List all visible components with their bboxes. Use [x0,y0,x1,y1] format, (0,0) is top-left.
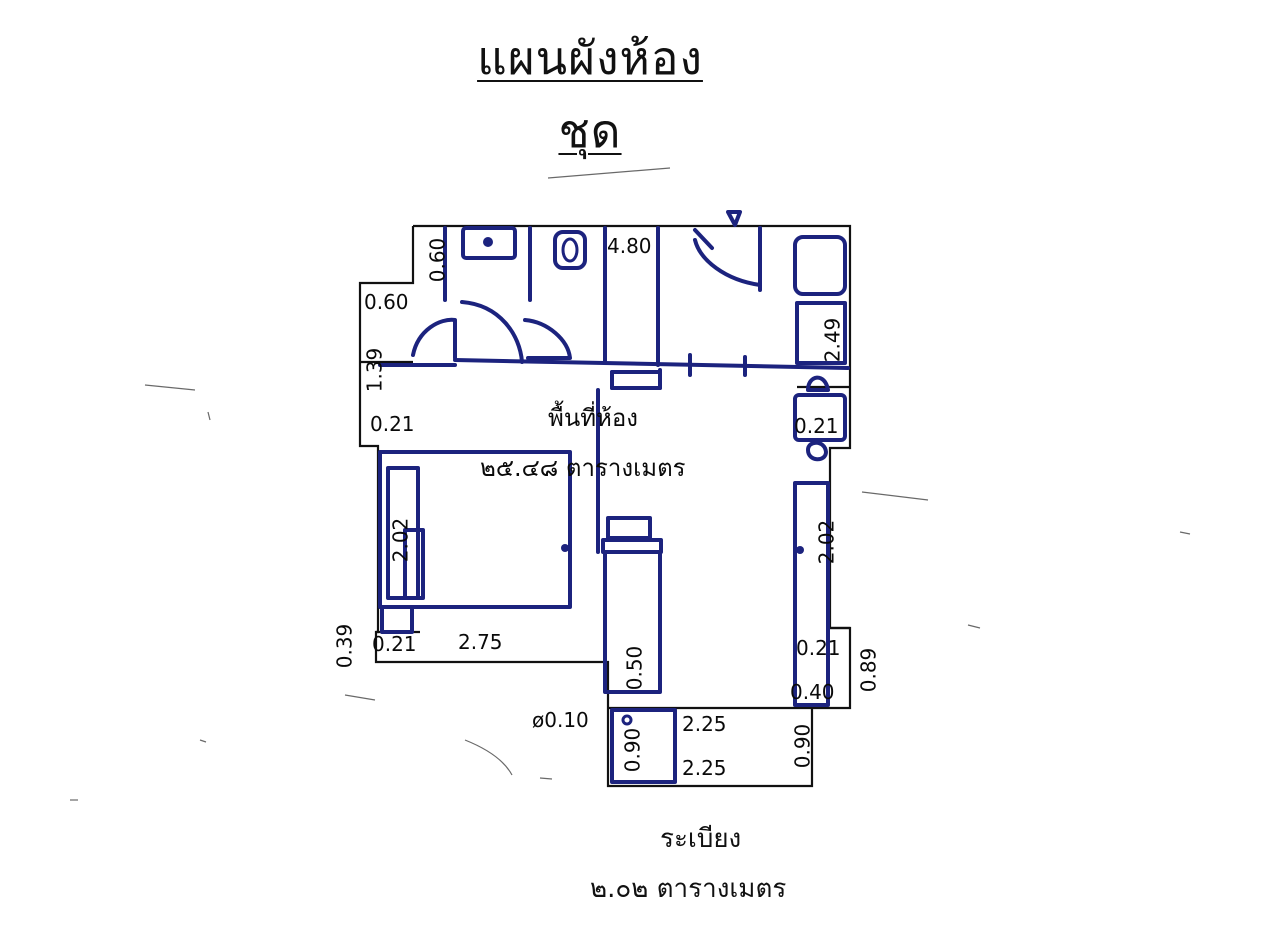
room-area-value: ๒๕.๔๘ ตารางเมตร [480,454,686,482]
dim-0-21-left: 0.21 [370,412,415,436]
dim-2-49: 2.49 [820,317,845,363]
dim-4-80: 4.80 [607,234,652,258]
balcony-area-value: ๒.๐๒ ตารางเมตร [590,874,787,904]
room-area-label: พื้นที่ห้อง [548,404,638,432]
dim-0-50: 0.50 [622,645,647,691]
scan-marks [70,167,1191,801]
dim-0-21-bottom-right: 0.21 [796,636,841,660]
dim-0-89: 0.89 [856,647,881,693]
fixtures-markup [378,210,850,784]
balcony-label: ระเบียง [660,824,742,854]
dim-2-02-right: 2.02 [814,519,839,565]
dim-0-90-left: 0.90 [620,727,645,773]
dim-0-90-right: 0.90 [790,723,815,769]
dim-2-75: 2.75 [458,630,503,654]
dim-0-40: 0.40 [790,680,835,704]
dim-2-25-bottom: 2.25 [682,756,727,780]
dim-1-39: 1.39 [362,347,387,393]
dim-0-39: 0.39 [332,623,357,669]
dim-0-21-right: 0.21 [794,414,839,438]
dim-2-02-left: 2.02 [388,517,413,563]
dim-0-60-mid: 0.60 [364,290,409,314]
dim-2-25-top: 2.25 [682,712,727,736]
dim-diameter-0-10: ø0.10 [532,708,589,732]
dim-0-21-bottom-left: 0.21 [372,632,417,656]
dim-0-60-top: 0.60 [425,237,450,283]
plan-title: แผนผังห้องชุด [477,31,703,158]
